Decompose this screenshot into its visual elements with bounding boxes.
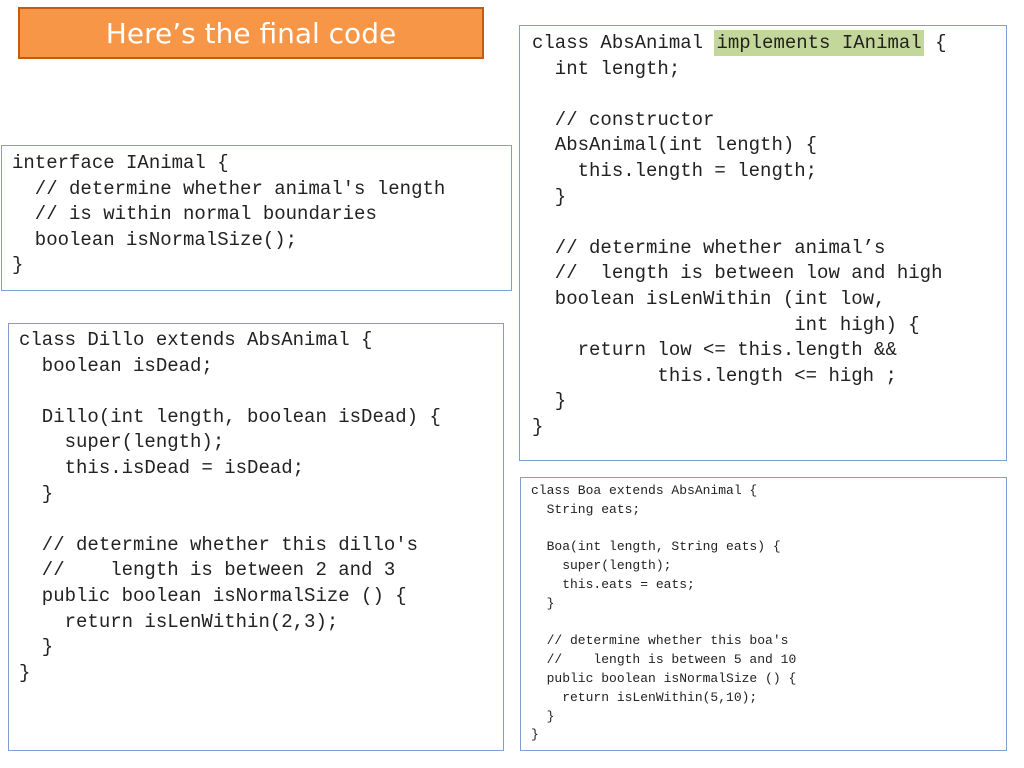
code-line: this.length <= high ; xyxy=(532,364,897,387)
code-text: class AbsAnimal xyxy=(532,32,715,54)
code-line xyxy=(532,82,1006,108)
code-line xyxy=(19,507,503,533)
code-line: Boa(int length, String eats) { xyxy=(531,539,781,555)
code-line: return isLenWithin(2,3); xyxy=(19,610,339,633)
code-line: } xyxy=(532,415,544,438)
code-line: } xyxy=(12,254,24,277)
code-line: } xyxy=(531,595,555,611)
code-line: public boolean isNormalSize () { xyxy=(531,670,797,686)
code-line: } xyxy=(19,482,54,505)
code-line xyxy=(532,210,1006,236)
code-line xyxy=(531,614,1006,633)
highlighted-implements-clause: implements IAnimal xyxy=(714,30,924,56)
code-line: } xyxy=(532,390,567,413)
code-line: // is within normal boundaries xyxy=(12,203,377,226)
code-line: this.eats = eats; xyxy=(531,576,695,592)
absanimal-code: class AbsAnimal implements IAnimal { int… xyxy=(532,30,1006,441)
code-line: } xyxy=(531,727,539,743)
code-line xyxy=(531,520,1006,539)
code-line: } xyxy=(19,661,31,684)
code-line: // constructor xyxy=(532,108,715,131)
code-line: int length; xyxy=(532,57,681,80)
code-line: this.isDead = isDead; xyxy=(19,456,305,479)
dillo-code: class Dillo extends AbsAnimal { boolean … xyxy=(19,328,503,686)
code-line: boolean isNormalSize(); xyxy=(12,228,298,251)
code-line: return isLenWithin(5,10); xyxy=(531,689,758,705)
code-line: // length is between 2 and 3 xyxy=(19,559,396,582)
code-line: Dillo(int length, boolean isDead) { xyxy=(19,405,441,428)
code-line: AbsAnimal(int length) { xyxy=(532,134,818,157)
code-line: // length is between 5 and 10 xyxy=(531,652,797,668)
ianimal-code: interface IAnimal { // determine whether… xyxy=(12,151,511,279)
code-line xyxy=(19,379,503,405)
code-line: interface IAnimal { xyxy=(12,152,229,174)
code-line: } xyxy=(19,636,54,659)
code-line: return low <= this.length && xyxy=(532,339,897,362)
code-line: class Dillo extends AbsAnimal { xyxy=(19,329,373,351)
slide-title: Here’s the final code xyxy=(18,7,484,59)
code-line: // length is between low and high xyxy=(532,262,943,285)
code-line: public boolean isNormalSize () { xyxy=(19,584,407,607)
code-line: // determine whether this boa's xyxy=(531,633,789,649)
code-line: class AbsAnimal implements IAnimal { xyxy=(532,30,1006,57)
code-line: int high) { xyxy=(532,313,920,336)
code-line: boolean isDead; xyxy=(19,354,213,377)
dillo-code-box: class Dillo extends AbsAnimal { boolean … xyxy=(8,323,504,751)
code-line: } xyxy=(532,185,567,208)
code-line: // determine whether animal's length xyxy=(12,177,446,200)
ianimal-code-box: interface IAnimal { // determine whether… xyxy=(1,145,512,291)
code-line: // determine whether this dillo's xyxy=(19,533,419,556)
boa-code-box: class Boa extends AbsAnimal { String eat… xyxy=(520,477,1007,751)
code-line: // determine whether animal’s xyxy=(532,236,886,259)
code-line: boolean isLenWithin (int low, xyxy=(532,287,886,310)
boa-code: class Boa extends AbsAnimal { String eat… xyxy=(531,482,1006,745)
absanimal-code-box: class AbsAnimal implements IAnimal { int… xyxy=(519,25,1007,461)
code-line: super(length); xyxy=(531,558,672,574)
code-line: class Boa extends AbsAnimal { xyxy=(531,483,758,498)
code-line: super(length); xyxy=(19,431,225,454)
code-line: String eats; xyxy=(531,501,641,517)
code-line: this.length = length; xyxy=(532,159,818,182)
code-line: } xyxy=(531,708,555,724)
code-text: { xyxy=(923,32,947,54)
